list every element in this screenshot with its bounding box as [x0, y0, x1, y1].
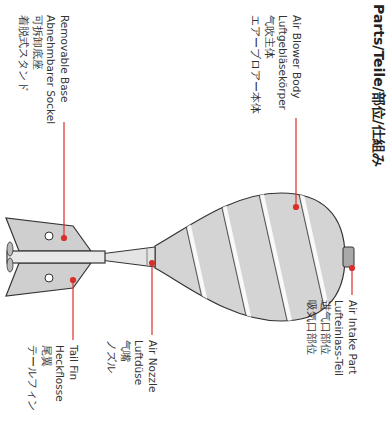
intake-callout: Air Intake PartLufteinlass-Teil进气口部位吸気口部… — [305, 300, 359, 376]
base-hole — [45, 274, 53, 282]
propeller — [7, 258, 13, 272]
part-label: Air Intake Part — [346, 300, 360, 376]
part-label: 吸気口部位 — [305, 300, 319, 376]
part-label: 可拆卸底座 — [31, 15, 45, 124]
base-hole — [45, 232, 53, 240]
part-label: 气吹主体 — [263, 15, 277, 114]
part-label: Heckflosse — [53, 345, 67, 411]
fin-callout: Tail FinHeckflosse尾翼テールフィン — [26, 345, 80, 411]
leader-dot — [350, 266, 355, 271]
leader-dot — [150, 261, 155, 266]
part-label: Luftgebläsekörper — [276, 15, 290, 114]
base-post — [7, 251, 105, 263]
leader-line — [351, 268, 352, 295]
nozzle — [100, 247, 155, 267]
part-label: エアーブロアー本体 — [249, 15, 263, 114]
base-fin-right — [6, 263, 91, 296]
leader-dot — [62, 236, 67, 241]
leader-line — [63, 122, 64, 238]
page-title: Parts/Teile/部位/仕組み — [369, 4, 387, 167]
part-label: 进气口部位 — [319, 300, 333, 376]
leader-dot — [294, 205, 299, 210]
part-label: Tail Fin — [67, 345, 81, 411]
part-label: 尾翼 — [40, 345, 54, 411]
nozzle-callout: Air NozzleLuftdüse气嘴ノズル — [105, 340, 159, 392]
leader-line — [295, 118, 296, 207]
body-callout: Air Blower BodyLuftgebläsekörper气吹主体エアーブ… — [249, 15, 303, 114]
intake-cap — [343, 247, 354, 267]
base-callout: Removable BaseAbnehmbarer Sockel可拆卸底座着脱式… — [17, 15, 71, 124]
leader-dot — [71, 278, 76, 283]
part-label: Removable Base — [58, 15, 72, 124]
part-label: Lufteinlass-Teil — [332, 300, 346, 376]
part-label: Air Nozzle — [146, 340, 160, 392]
base-fin-left — [6, 218, 91, 251]
part-label: テールフィン — [26, 345, 40, 411]
leader-line — [72, 280, 73, 340]
part-label: Luftdüse — [132, 340, 146, 392]
part-label: Abnehmbarer Sockel — [44, 15, 58, 124]
part-label: Air Blower Body — [290, 15, 304, 114]
leader-line — [151, 263, 152, 335]
nozzle-ridge — [147, 249, 148, 265]
part-label: 气嘴 — [119, 340, 133, 392]
propeller — [7, 242, 13, 256]
part-label: 着脱式スタンド — [17, 15, 31, 124]
part-label: ノズル — [105, 340, 119, 392]
